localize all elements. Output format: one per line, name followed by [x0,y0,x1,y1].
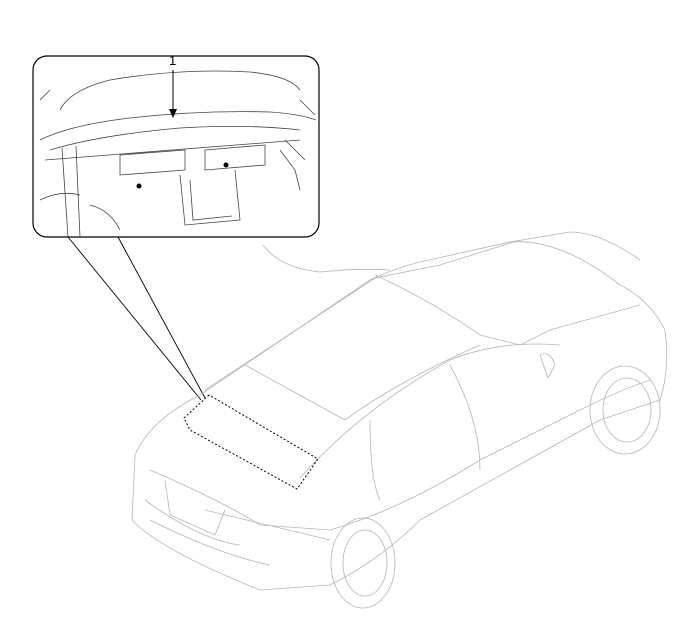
detail-inset [32,55,320,238]
leader-line [117,236,206,399]
leader-line [67,236,202,401]
rear-package-tray-detail [39,70,317,238]
rear-window-highlight [183,394,319,490]
callout-number: 1 [169,53,177,68]
car-outline [131,231,668,609]
arrow-icon [169,109,177,118]
